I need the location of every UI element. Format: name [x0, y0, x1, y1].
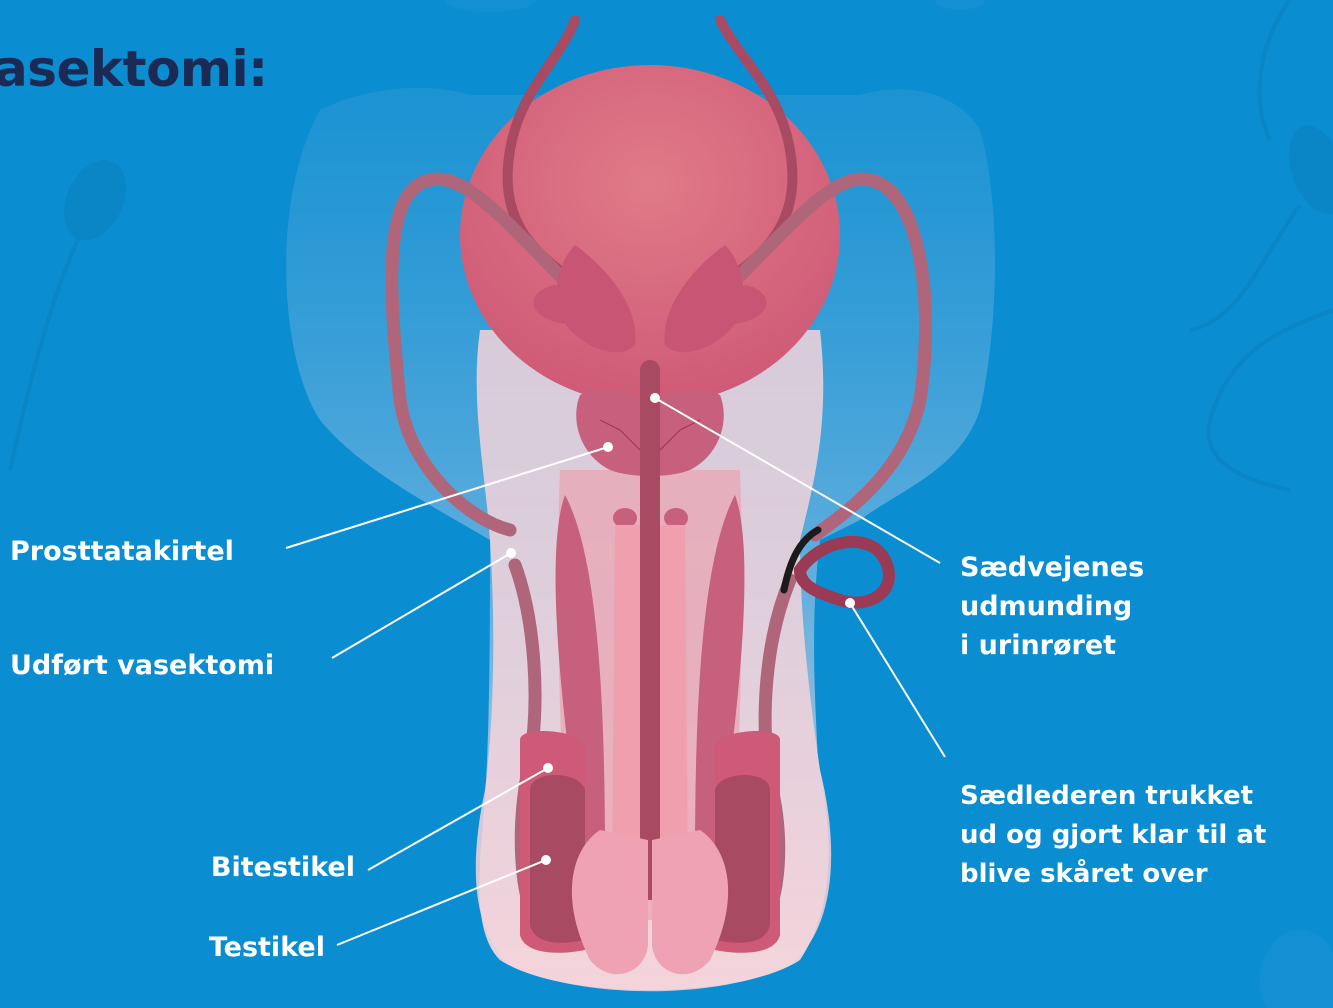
leader-vas-pulled [850, 603, 945, 757]
urethra [640, 360, 660, 900]
label-ejaculatory-opening: Sædvejenes udmunding i urinrøret [960, 548, 1144, 665]
label-epididymis: Bitestikel [140, 848, 355, 887]
label-vasectomy-done: Udført vasektomi [10, 646, 274, 685]
label-vas-pulled: Sædlederen trukket ud og gjort klar til … [960, 777, 1332, 894]
label-testicle: Testikel [140, 928, 325, 967]
page-title: asektomi: [0, 40, 268, 98]
label-prostate: Prosttatakirtel [10, 532, 234, 571]
leader-vasectomy [332, 553, 511, 658]
